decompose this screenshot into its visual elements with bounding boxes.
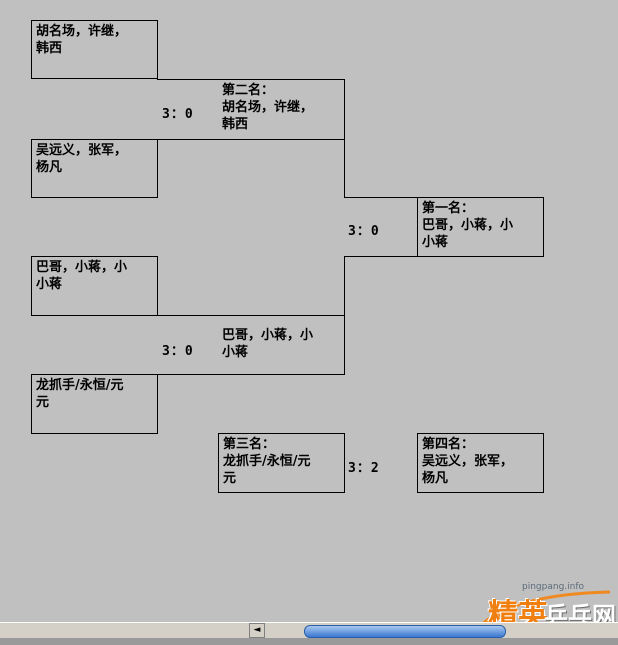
connector-line [157, 139, 345, 140]
player-box-2: 吴远义，张军， 杨凡 [31, 139, 158, 198]
player-box-1: 胡名场，许继， 韩西 [31, 20, 158, 79]
third-place-box: 第三名： 龙抓手/永恒/元 元 [218, 433, 345, 493]
third-place-score: 3：2 [348, 461, 380, 476]
player-box-4: 龙抓手/永恒/元 元 [31, 374, 158, 434]
match-score-top: 3：0 [162, 107, 194, 122]
final-score: 3：0 [348, 224, 380, 239]
connector-line [157, 79, 345, 80]
connector-line [344, 256, 418, 257]
horizontal-scrollbar[interactable]: ◄ [0, 622, 618, 639]
scroll-left-button[interactable]: ◄ [249, 623, 265, 638]
connector-line [344, 139, 345, 198]
connector-line [344, 315, 345, 375]
connector-line [157, 374, 345, 375]
round1-bottom-result: 巴哥，小蒋，小 小蒋 [222, 328, 314, 360]
connector-line [344, 256, 345, 316]
scroll-track[interactable] [0, 623, 248, 638]
connector-line [344, 197, 418, 198]
connector-line [344, 79, 345, 140]
fourth-place-box: 第四名： 吴远义，张军， 杨凡 [417, 433, 544, 493]
watermark-url: pingpang.info [522, 582, 585, 592]
round1-top-result: 第二名： 胡名场，许继， 韩西 [222, 83, 314, 132]
champion-box: 第一名： 巴哥，小蒋，小 小蒋 [417, 197, 544, 257]
connector-line [157, 315, 345, 316]
scroll-thumb[interactable] [304, 625, 506, 638]
player-box-3: 巴哥，小蒋，小 小蒋 [31, 256, 158, 316]
bottom-strip [0, 638, 618, 645]
match-score-bottom: 3：0 [162, 344, 194, 359]
